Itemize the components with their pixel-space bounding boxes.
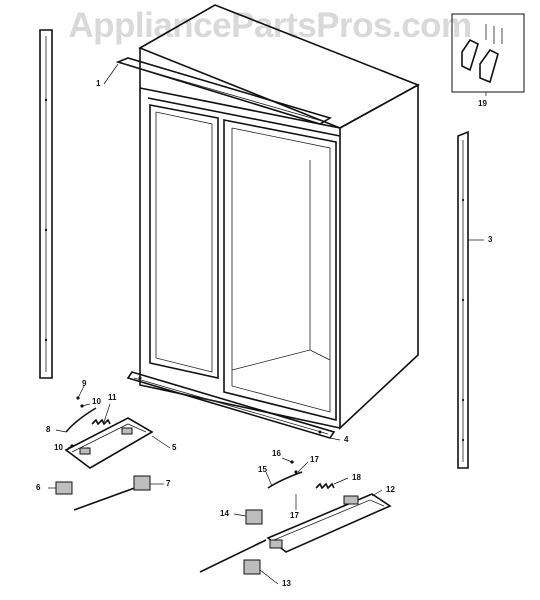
callout-13: 13 [282,579,291,588]
callout-5: 5 [172,443,177,452]
callout-17-upper: 17 [310,455,319,464]
callout-14: 14 [220,509,229,518]
callout-12: 12 [386,485,395,494]
part-1-top-trim [115,57,332,125]
callout-18: 18 [352,473,361,482]
callout-6: 6 [36,483,41,492]
callout-9: 9 [82,379,87,388]
part-3-right-strip [457,130,469,469]
part-19-bracket-kit [451,13,525,93]
callout-7: 7 [166,479,171,488]
callout-11: 11 [108,393,117,402]
left-hinge-assembly [55,396,154,511]
callout-16: 16 [272,449,281,458]
part-4-toe-plate [126,371,336,439]
callout-8: 8 [46,425,51,434]
callout-17-lower: 17 [290,511,299,520]
cabinet-body [138,4,420,430]
right-hinge-assembly [199,460,392,575]
leader-lines [48,63,487,585]
callout-10-lower: 10 [54,443,63,452]
callout-10-upper: 10 [92,397,101,406]
callout-3: 3 [488,235,493,244]
callout-19: 19 [478,99,487,108]
left-vertical-strip [39,29,53,379]
callout-1: 1 [96,79,101,88]
callout-15: 15 [258,465,267,474]
callout-4: 4 [344,435,349,444]
